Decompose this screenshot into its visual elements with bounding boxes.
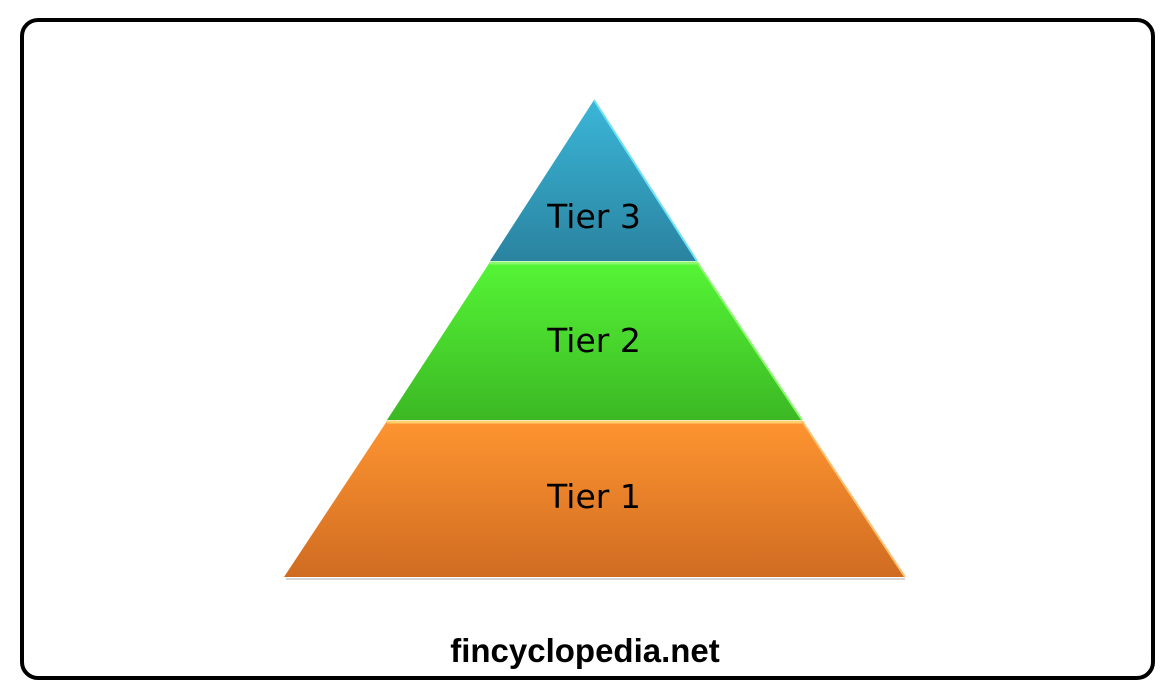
tier-1: Tier 1 [284, 420, 906, 580]
tier-1-label: Tier 1 [546, 477, 641, 516]
tier-3-label: Tier 3 [546, 197, 641, 236]
site-watermark: fincyclopedia.net [450, 632, 720, 669]
tier-3: Tier 3 [490, 99, 698, 262]
tier-2-label: Tier 2 [546, 321, 641, 360]
tier-2: Tier 2 [387, 261, 803, 421]
